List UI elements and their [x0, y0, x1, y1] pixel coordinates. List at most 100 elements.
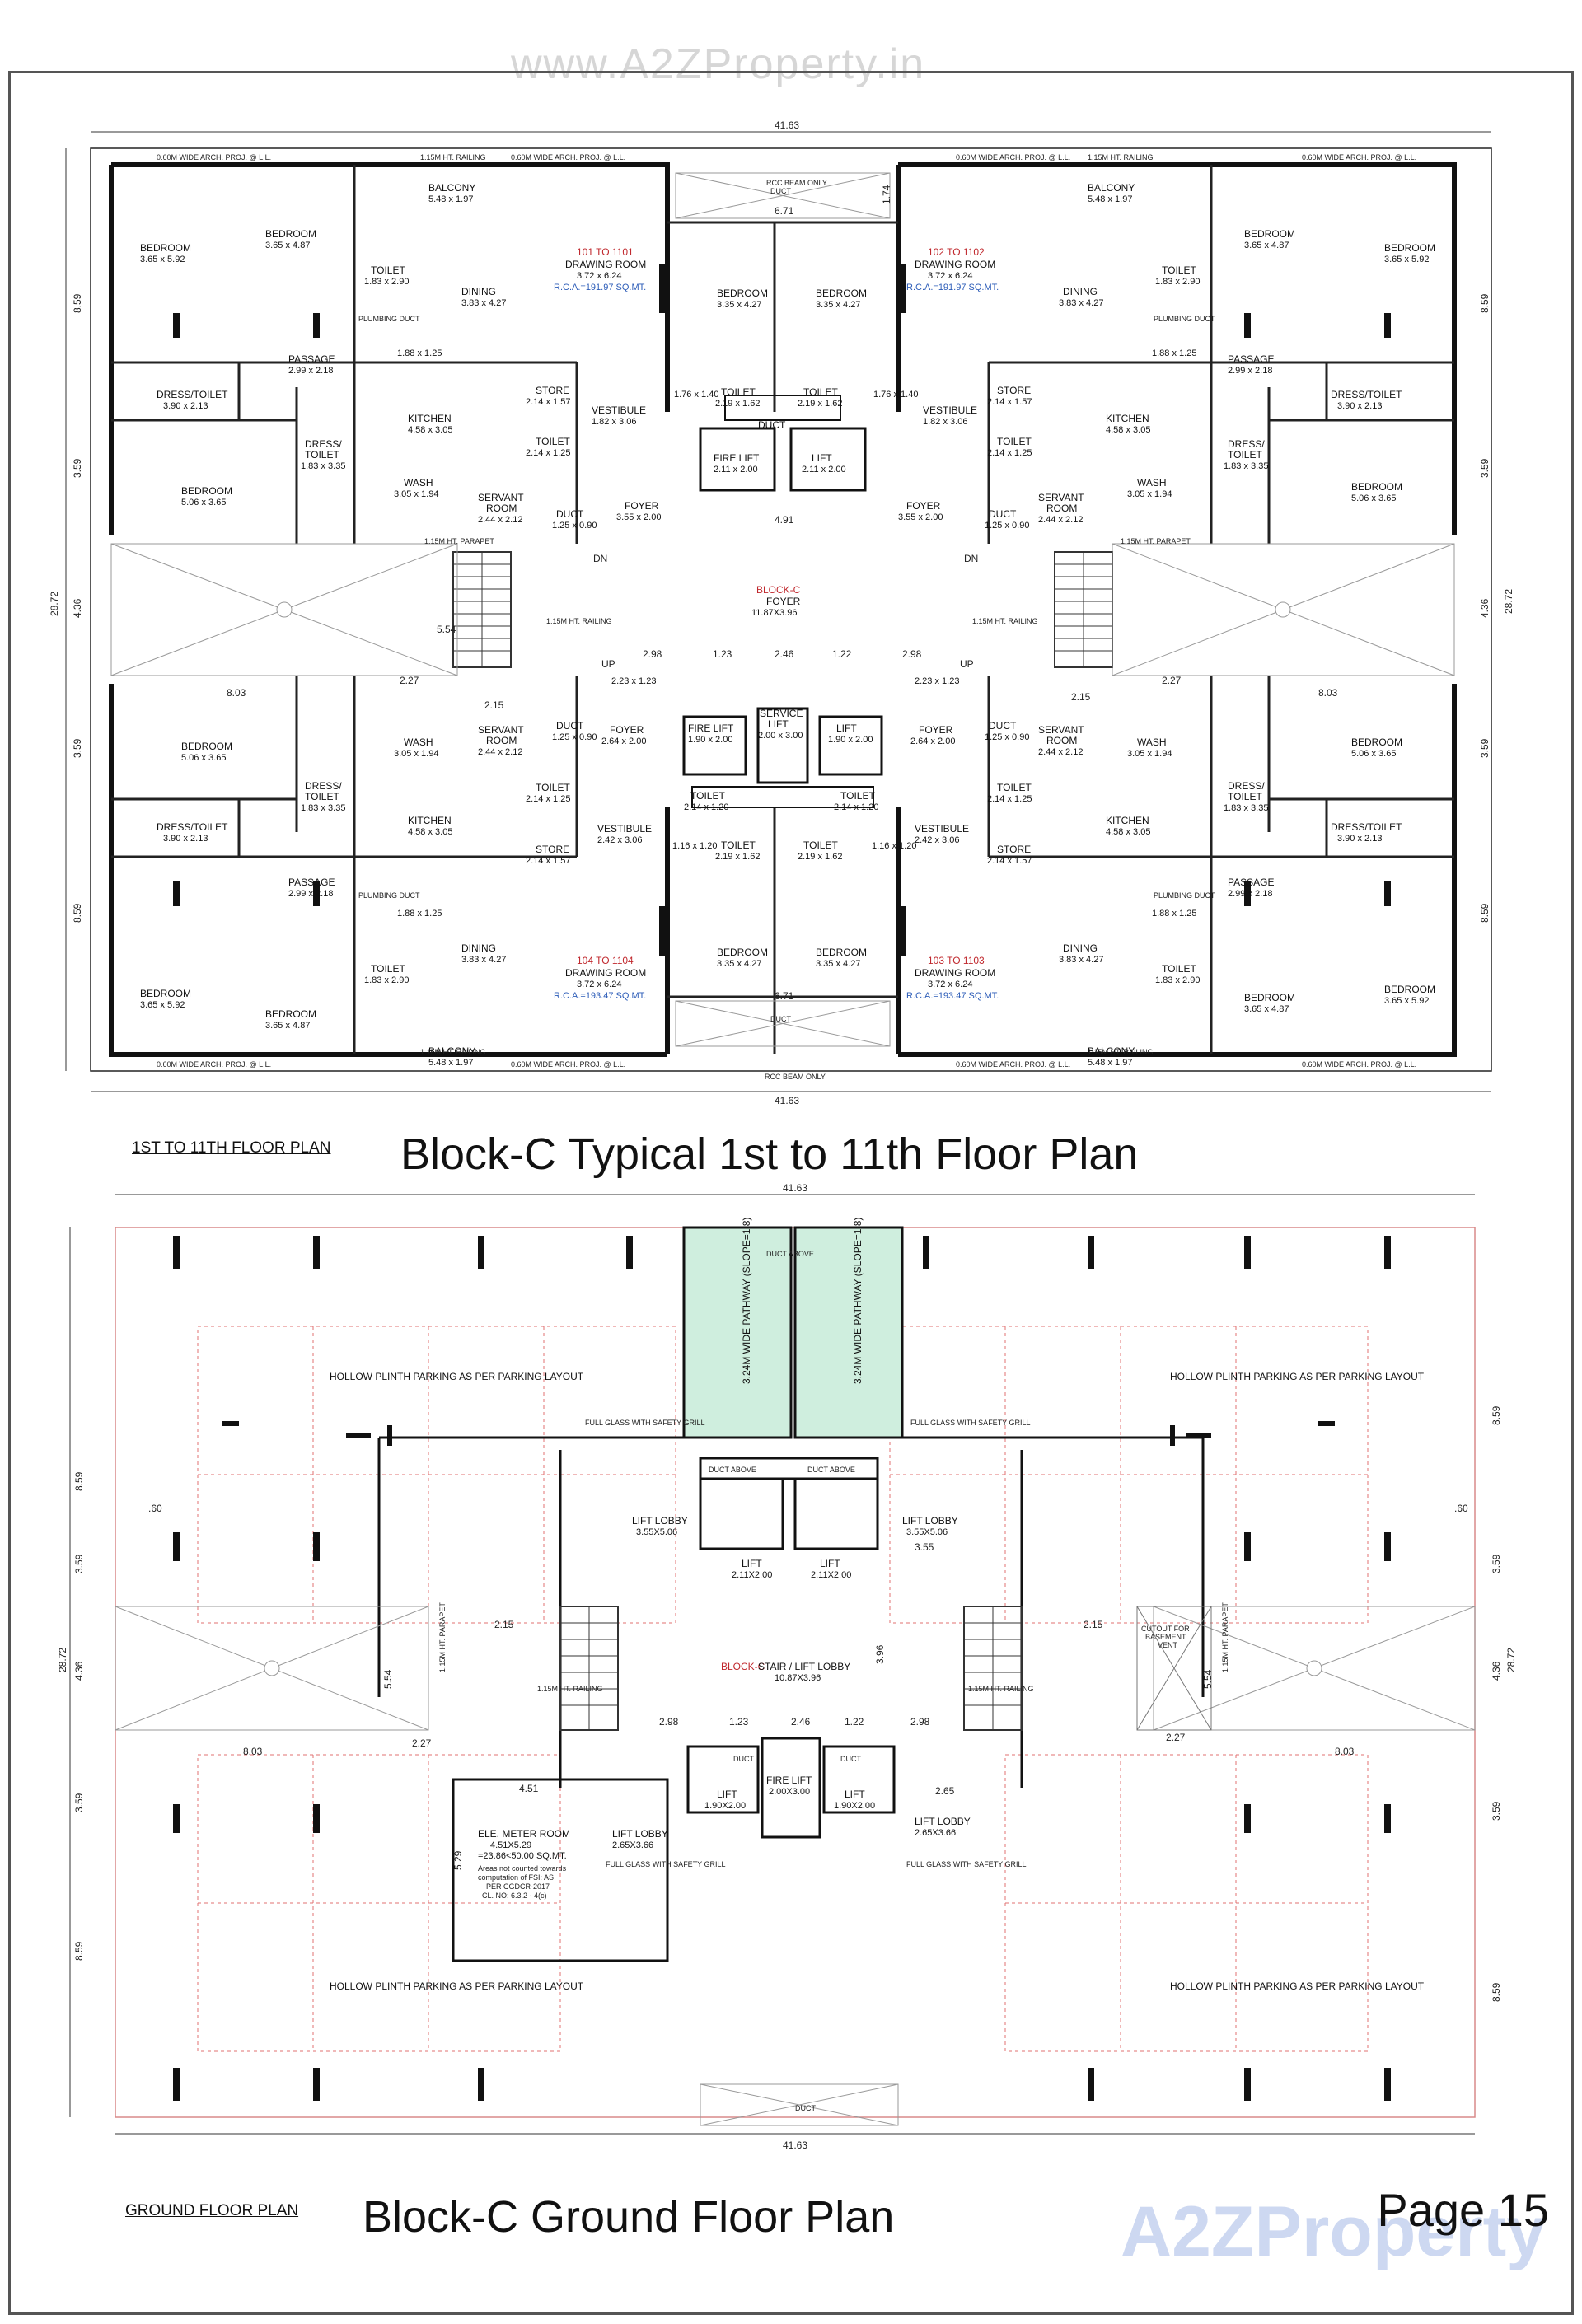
arch-note-bl: 0.60M WIDE ARCH. PROJ. @ L.L.: [157, 1060, 271, 1068]
br-passage-name: PASSAGE: [1228, 877, 1274, 888]
g-parapet-r: 1.15M HT. PARAPET: [1221, 1602, 1229, 1672]
g-dim-3-59-tl: 3.59: [73, 1554, 85, 1573]
br-rca: R.C.A.=193.47 SQ.MT.: [906, 991, 999, 1001]
tr-rca: R.C.A.=191.97 SQ.MT.: [906, 283, 999, 292]
g-dim-5-54-r: 5.54: [1202, 1669, 1214, 1689]
tl-bedroom3-size: 5.06 x 3.65: [181, 498, 226, 507]
g-dim-3-96: 3.96: [874, 1644, 886, 1664]
tr-duct-size: 1.25 x 0.90: [985, 521, 1029, 531]
tr-passage-size: 2.99 x 2.18: [1228, 366, 1272, 376]
tl-toilet-size: 1.83 x 2.90: [364, 277, 409, 287]
g-dim-2-46: 2.46: [791, 1716, 811, 1728]
bcore-bedroom-l-name: BEDROOM: [717, 947, 768, 958]
g-dim-3-55: 3.55: [915, 1541, 934, 1553]
br-balcony-name: BALCONY: [1088, 1045, 1135, 1057]
tl-servant-size: 2.44 x 2.12: [478, 515, 522, 525]
arch-note-brr: 0.60M WIDE ARCH. PROJ. @ L.L.: [1302, 1060, 1416, 1068]
g-dim-3-59-bl: 3.59: [73, 1793, 85, 1812]
br-bedroom2-name: BEDROOM: [1244, 992, 1295, 1003]
tr-balcony-size: 5.48 x 1.97: [1088, 194, 1132, 204]
duct-top-label: DUCT: [770, 187, 791, 195]
core-fire-lift-name: FIRE LIFT: [714, 452, 760, 464]
bl-kitchen-name: KITCHEN: [408, 815, 452, 826]
bcore-bedroom-l-size: 3.35 x 4.27: [717, 959, 761, 969]
tr-toilet-name: TOILET: [1162, 264, 1196, 276]
dim-8-03-r: 8.03: [1318, 687, 1338, 699]
typical-plan-title: Block-C Typical 1st to 11th Floor Plan: [400, 1129, 1139, 1179]
sheet-border: [8, 71, 1574, 2315]
bcore-toilet-r-name: TOILET: [840, 790, 875, 802]
br-toilet-size: 1.83 x 2.90: [1155, 975, 1200, 985]
ground-plan-title: Block-C Ground Floor Plan: [363, 2192, 895, 2242]
g-cutout-0: CUTOUT FOR: [1141, 1625, 1190, 1633]
tr-vestibule-name: VESTIBULE: [923, 404, 977, 416]
bcore-bedroom-r-name: BEDROOM: [816, 947, 867, 958]
core-small-size: 1.76 x 1.40: [674, 390, 718, 400]
br-wash-size: 3.05 x 1.94: [1127, 749, 1172, 759]
br-vestibule-size: 2.42 x 3.06: [915, 835, 959, 845]
core-duct: DUCT: [758, 419, 786, 431]
br-servant-sub: ROOM: [1046, 735, 1077, 746]
overall-depth-label: 28.72: [49, 592, 60, 616]
tl-rca: R.C.A.=191.97 SQ.MT.: [554, 283, 646, 292]
g-dim-8-59-tr: 8.59: [1491, 1405, 1502, 1425]
br-bedroom1-name: BEDROOM: [1384, 984, 1435, 995]
br-duct-size: 1.25 x 0.90: [985, 732, 1029, 742]
br-dress2-size: 1.83 x 3.35: [1224, 803, 1268, 813]
br-drawing-name: DRAWING ROOM: [915, 967, 995, 979]
bl-bedroom2-name: BEDROOM: [265, 1008, 316, 1020]
dim-2-46: 2.46: [775, 648, 794, 660]
tl-drawing-name: DRAWING ROOM: [565, 259, 646, 270]
g-dim-8-59-tl: 8.59: [73, 1471, 85, 1491]
dim-2-98-l: 2.98: [643, 648, 662, 660]
br-drawing-size: 3.72 x 6.24: [928, 980, 972, 989]
plumbing-tl: PLUMBING DUCT: [358, 315, 420, 323]
bl-servant-name: SERVANT: [478, 724, 524, 736]
g-parapet-l: 1.15M HT. PARAPET: [438, 1602, 447, 1672]
tl-kitchen-size: 4.58 x 3.05: [408, 425, 452, 435]
tr-kitchen-size: 4.58 x 3.05: [1106, 425, 1150, 435]
core-toilet-l-name: TOILET: [721, 386, 756, 398]
g-dim-1-22: 1.22: [845, 1716, 864, 1728]
br-wash-name: WASH: [1137, 736, 1167, 748]
br-duct-name: DUCT: [989, 720, 1017, 732]
g-lift3-name: LIFT: [717, 1789, 737, 1800]
overall-depth-label-right: 28.72: [1503, 589, 1514, 614]
br-kitchen-name: KITCHEN: [1106, 815, 1149, 826]
dim-8-03-l: 8.03: [227, 687, 246, 699]
g-meter-area: =23.86<50.00 SQ.MT.: [478, 1851, 567, 1861]
g-full-glass-l: FULL GLASS WITH SAFETY GRILL: [585, 1419, 705, 1427]
railing-top-l: 1.15M HT. RAILING: [420, 153, 486, 161]
br-dining-size: 3.83 x 4.27: [1059, 955, 1103, 965]
bl-servant-size: 2.44 x 2.12: [478, 747, 522, 757]
arch-note-tc: 0.60M WIDE ARCH. PROJ. @ L.L.: [511, 153, 625, 161]
br-bedroom3-name: BEDROOM: [1351, 736, 1402, 748]
g-columns: [173, 1236, 1391, 2101]
tr-toilet2-name: TOILET: [997, 436, 1032, 447]
bl-dining-name: DINING: [461, 942, 496, 954]
tr-passage-name: PASSAGE: [1228, 353, 1274, 365]
arch-note-trr: 0.60M WIDE ARCH. PROJ. @ L.L.: [1302, 153, 1416, 161]
core-lift-size: 2.11 x 2.00: [802, 465, 846, 475]
tl-bedroom2-size: 3.65 x 4.87: [265, 241, 310, 250]
g-dim-2-15-l: 2.15: [494, 1619, 514, 1630]
tl-bedroom2-name: BEDROOM: [265, 228, 316, 240]
stair-left: [452, 551, 512, 668]
g-pathway-right: [793, 1226, 904, 1439]
br-store-size: 2.14 x 1.57: [987, 856, 1032, 866]
bl-unit-no: 104 TO 1104: [577, 955, 634, 966]
bl-dress-size: 3.90 x 2.13: [163, 834, 208, 844]
g-cutout-right: [1153, 1606, 1476, 1731]
dim-2-23-l: 2.23 x 1.23: [611, 676, 656, 686]
dim-1-74: 1.74: [881, 185, 892, 204]
br-dress2-sub: TOILET: [1228, 791, 1262, 802]
core-bedroom-l-size: 3.35 x 4.27: [717, 300, 761, 310]
g-meter-note-0: Areas not counted towards: [478, 1864, 567, 1873]
dn-right: DN: [964, 553, 978, 564]
bl-balcony-size: 5.48 x 1.97: [428, 1058, 473, 1068]
g-overall-width-bottom: 41.63: [783, 2139, 807, 2151]
g-duct-above-l: DUCT ABOVE: [709, 1466, 756, 1474]
tl-store-size: 2.14 x 1.57: [526, 397, 570, 407]
tl-dress-name: DRESS/TOILET: [157, 389, 228, 400]
bcore-fire-lift-size: 1.90 x 2.00: [688, 735, 732, 745]
